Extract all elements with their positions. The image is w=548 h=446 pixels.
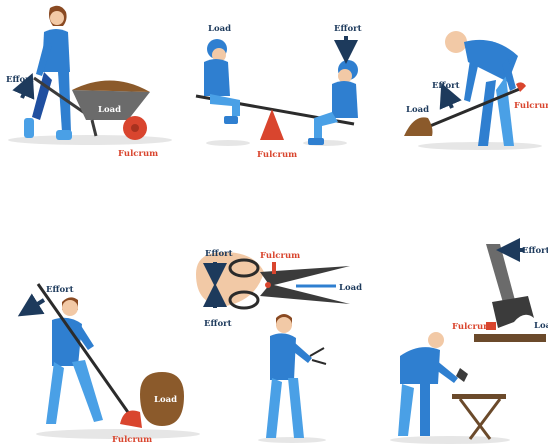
- label-fulcrum: Fulcrum: [112, 435, 152, 445]
- label-load: Load: [406, 105, 429, 115]
- label-fulcrum: Fulcrum: [260, 251, 300, 261]
- work-table: [452, 394, 506, 399]
- wood-board: [474, 334, 546, 342]
- label-load: Load: [208, 24, 231, 34]
- effort-arrow: [22, 84, 28, 98]
- scissors-pivot-fulcrum: [265, 282, 271, 288]
- label-fulcrum: Fulcrum: [118, 149, 158, 159]
- person-crowbar: [46, 297, 103, 424]
- rock-fulcrum: [120, 411, 142, 429]
- child-left: [204, 39, 240, 124]
- effort-arrow: [446, 94, 452, 108]
- label-effort: Effort: [6, 75, 34, 85]
- child-right: [308, 60, 358, 145]
- panel-hammer: Effort Fulcrum Load: [390, 244, 548, 444]
- panel-seesaw: Load Effort Fulcrum: [196, 24, 362, 160]
- person-wheelbarrow: [24, 6, 72, 140]
- seesaw-fulcrum: [260, 109, 284, 140]
- label-load: Load: [534, 321, 548, 331]
- label-fulcrum: Fulcrum: [514, 101, 548, 111]
- hammer-handle: [486, 244, 516, 306]
- panel-crowbar: Effort Load Fulcrum: [28, 284, 200, 445]
- person-hammer: [398, 332, 458, 436]
- person-scissors: [266, 314, 326, 438]
- panel-shovel: Effort Load Fulcrum: [404, 31, 548, 150]
- soil-load: [404, 117, 433, 136]
- label-effort-top: Effort: [205, 249, 233, 259]
- wheelbarrow: [34, 78, 150, 140]
- label-effort: Effort: [432, 81, 460, 91]
- effort-arrow: [28, 300, 44, 310]
- label-fulcrum: Fulcrum: [452, 322, 492, 332]
- label-effort-bottom: Effort: [204, 319, 232, 329]
- label-effort: Effort: [334, 24, 362, 34]
- panel-scissors: Effort Fulcrum Load Effort: [196, 249, 362, 443]
- hammer-head: [492, 296, 534, 328]
- label-load: Load: [98, 105, 121, 115]
- label-load: Load: [154, 395, 177, 405]
- label-effort: Effort: [46, 285, 74, 295]
- label-effort: Effort: [522, 246, 548, 256]
- panel-wheelbarrow: Effort Load Fulcrum: [6, 6, 172, 159]
- label-load: Load: [339, 283, 362, 293]
- label-fulcrum: Fulcrum: [257, 150, 297, 160]
